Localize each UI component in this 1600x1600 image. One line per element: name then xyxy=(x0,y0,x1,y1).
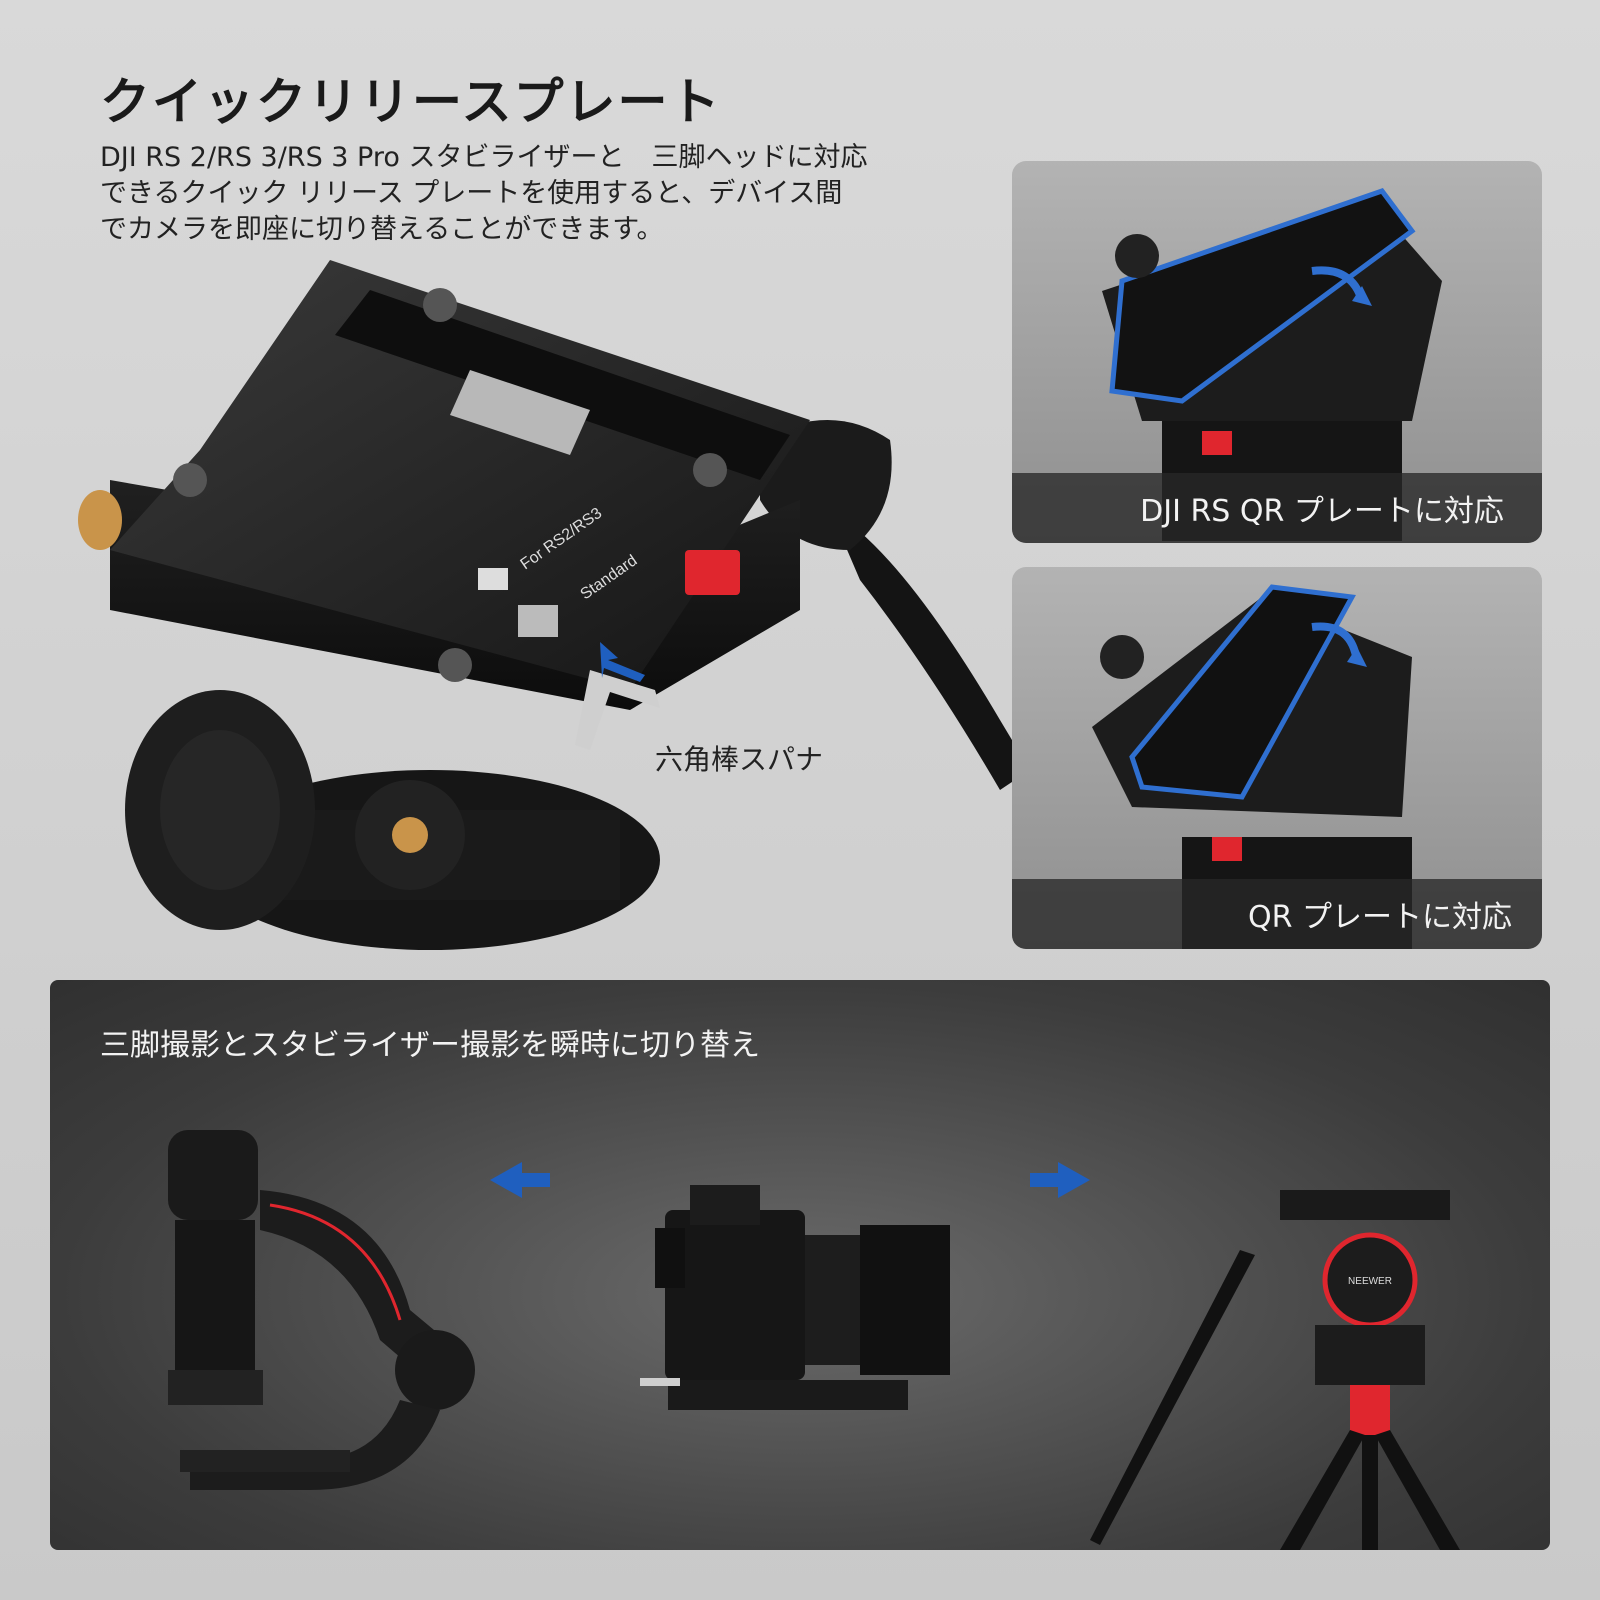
card-dji-rs-qr: DJI RS QR プレートに対応 xyxy=(1012,161,1542,543)
quick-release-plate xyxy=(110,260,810,690)
hex-wrench xyxy=(575,670,660,750)
screw-icon xyxy=(423,288,457,322)
screw-icon xyxy=(173,463,207,497)
wrench-label: 六角棒スパナ xyxy=(655,743,824,776)
tripod-head-illustration: For RS2/RS3 Standard xyxy=(70,250,1030,990)
card-1-label: DJI RS QR プレートに対応 xyxy=(1012,473,1542,543)
description: DJI RS 2/RS 3/RS 3 Pro スタビライザーと 三脚ヘッドに対応… xyxy=(100,140,940,248)
brass-mount xyxy=(78,490,122,550)
page-title: クイックリリースプレート xyxy=(100,73,722,131)
pan-handle xyxy=(830,510,1030,790)
switch-standard xyxy=(518,605,558,637)
arrow-left-icon xyxy=(490,1162,550,1198)
brand-label: NEEWER xyxy=(1348,1276,1392,1287)
red-release-button xyxy=(685,550,740,595)
screw-icon xyxy=(693,453,727,487)
screw-icon xyxy=(438,648,472,682)
camera-with-plate xyxy=(640,1185,950,1410)
description-line-2: できるクイック リリース プレートを使用すると、デバイス間 xyxy=(100,178,843,209)
card-2-label: QR プレートに対応 xyxy=(1012,879,1542,949)
standard-qr-plate xyxy=(1129,584,1356,800)
switch-panel: NEEWER 三脚撮影とスタビライザー撮影を瞬時に切り替え xyxy=(50,980,1550,1550)
description-line-1: DJI RS 2/RS 3/RS 3 Pro スタビライザーと 三脚ヘッドに対応 xyxy=(100,142,868,173)
card-standard-qr: QR プレートに対応 xyxy=(1012,567,1542,949)
tripod-with-head: NEEWER xyxy=(1090,1190,1460,1550)
tripod-head-drawing: For RS2/RS3 Standard xyxy=(78,260,1030,950)
description-line-3: でカメラを即座に切り替えることができます。 xyxy=(100,214,664,245)
pointer-arrow-icon xyxy=(600,642,645,682)
dji-qr-plate xyxy=(1109,188,1416,404)
gimbal-stabilizer xyxy=(168,1130,475,1490)
arrow-right-icon xyxy=(1030,1162,1090,1198)
switch-rs xyxy=(478,568,508,590)
panel-caption: 三脚撮影とスタビライザー撮影を瞬時に切り替え xyxy=(100,1028,760,1063)
metal-clip xyxy=(450,370,590,455)
switch-illustration: NEEWER xyxy=(168,1130,1460,1550)
